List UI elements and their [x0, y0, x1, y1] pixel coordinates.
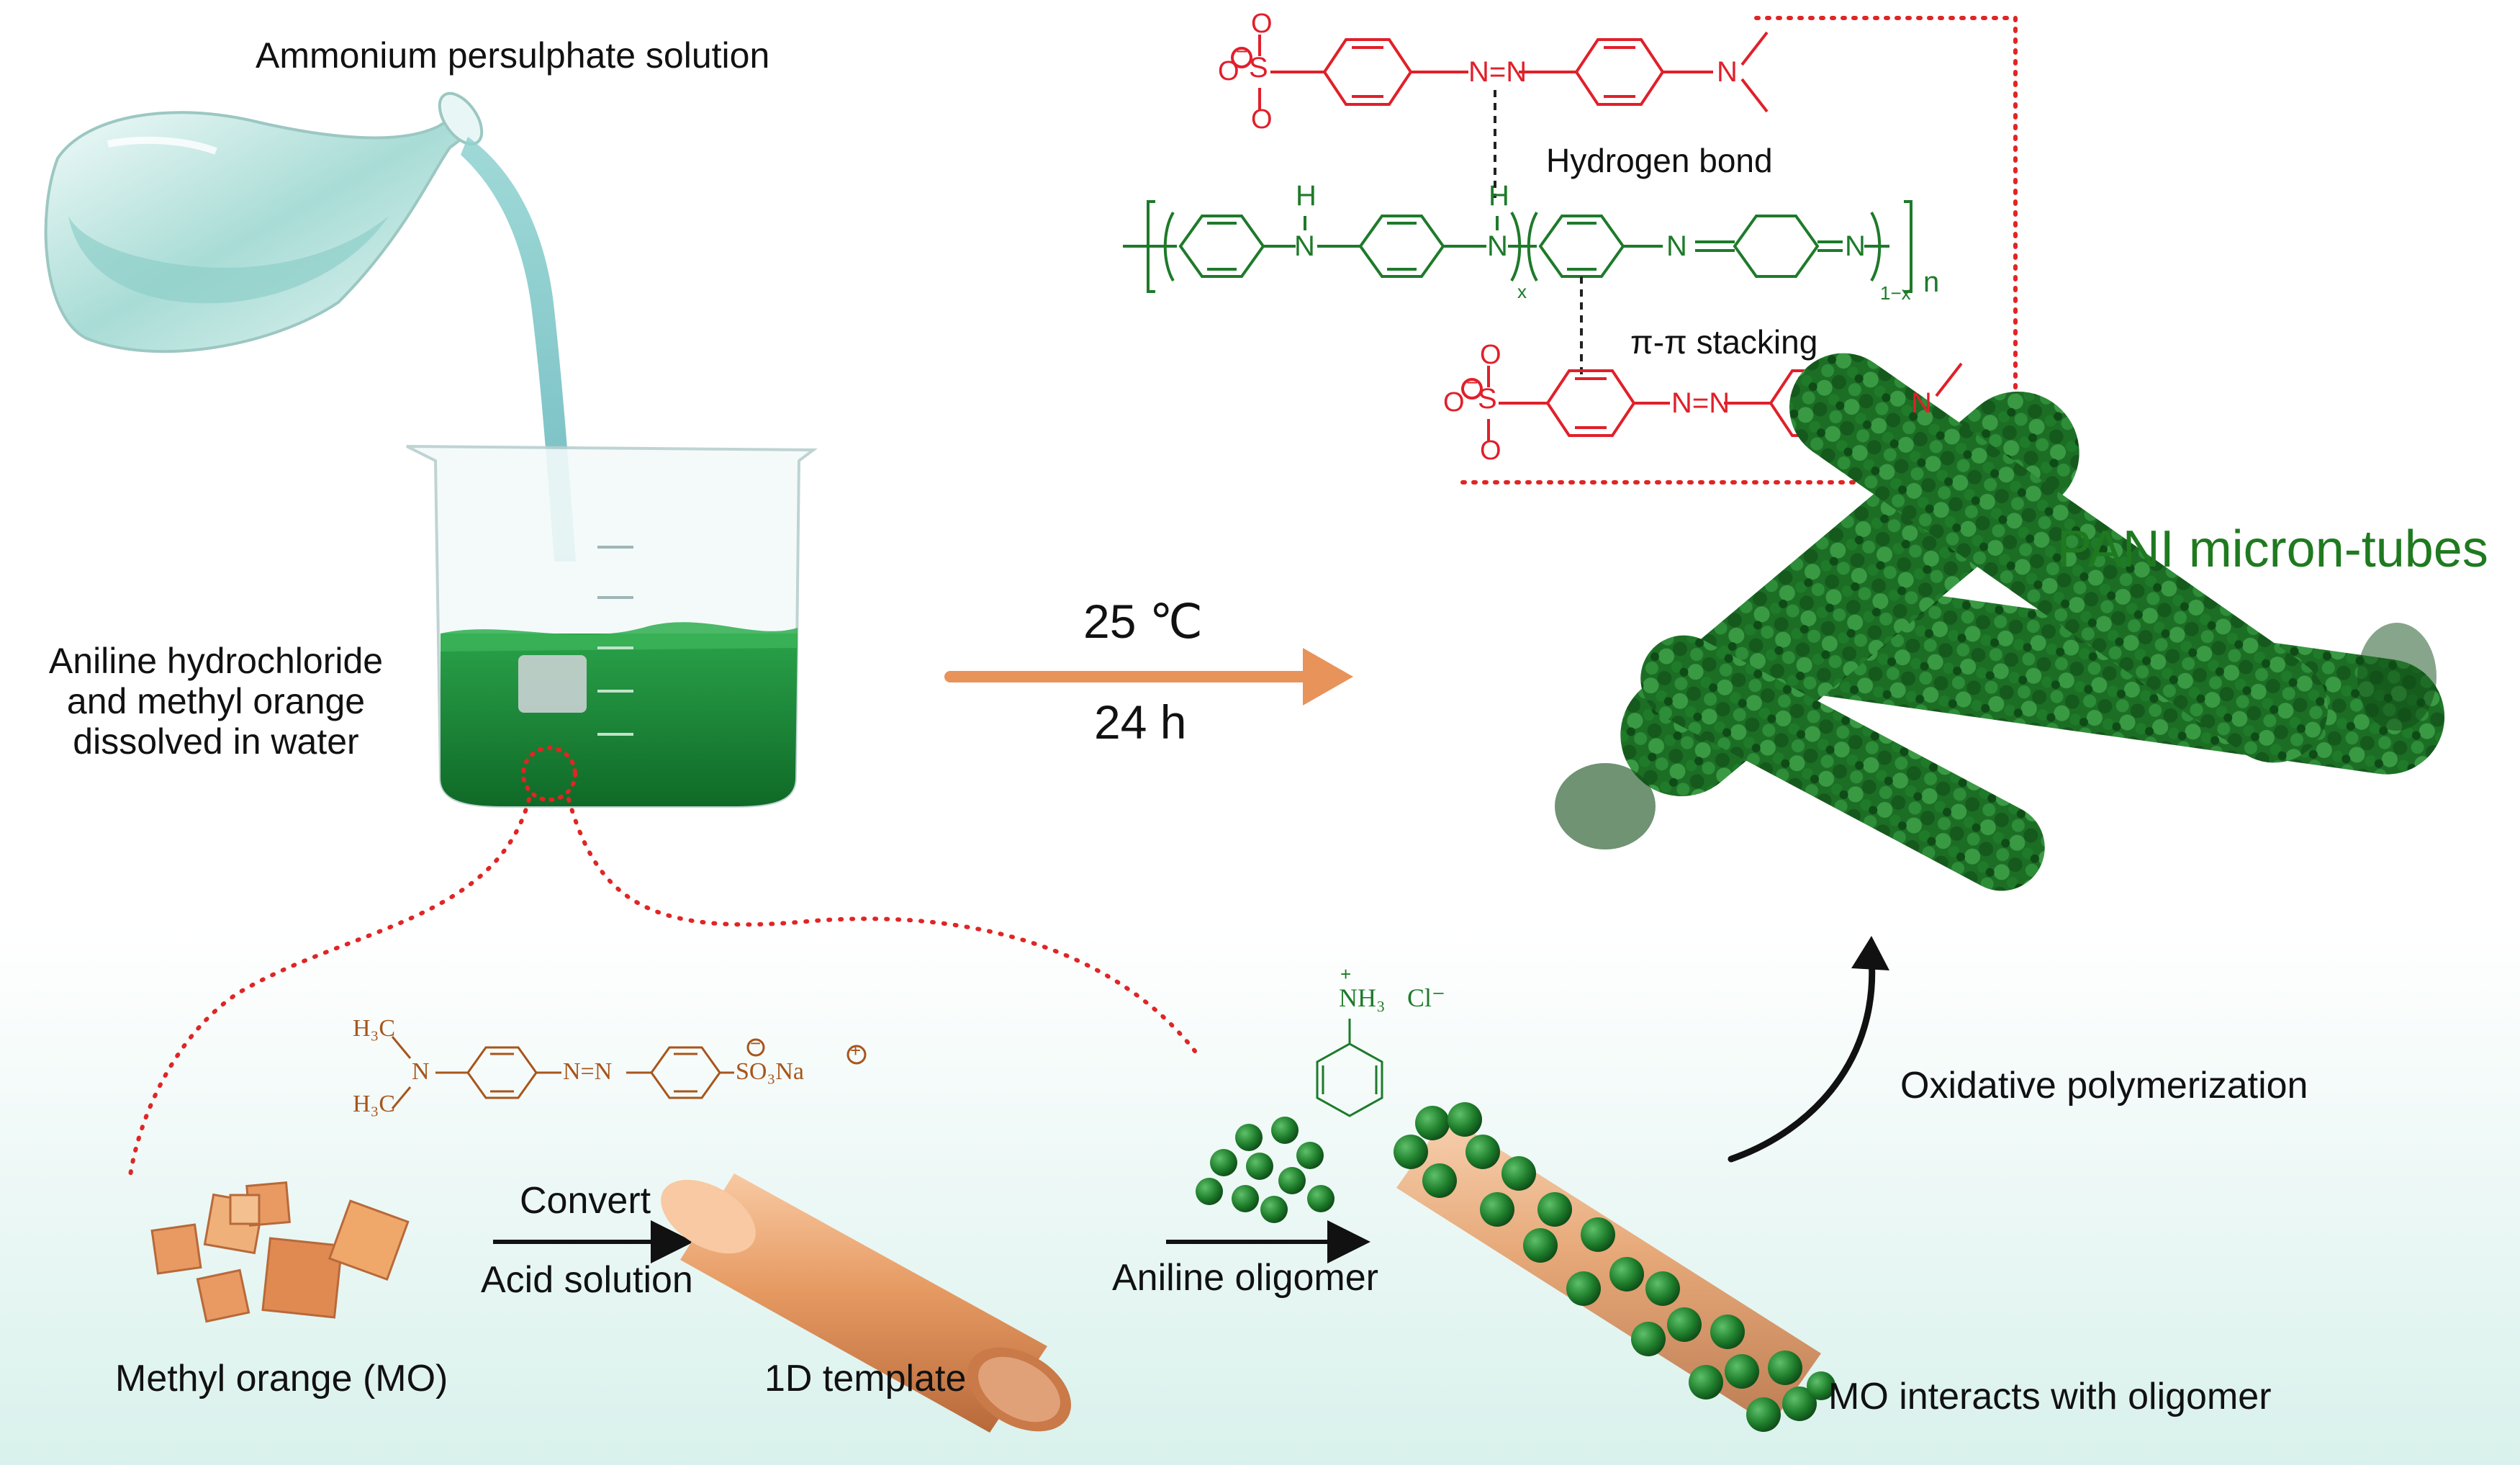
mo-charge-plus: + — [850, 1040, 862, 1061]
aps-solution-label: Ammonium persulphate solution — [256, 35, 770, 76]
charge-minus-top: − — [1236, 40, 1248, 63]
charge-minus-bottom: − — [1466, 371, 1478, 394]
mo-h3c-bottom: H₃C — [353, 1091, 396, 1117]
anilinium-chloride: Cl⁻ — [1407, 983, 1446, 1012]
atom-o1-top: O — [1251, 9, 1273, 39]
aniline-label-line2: and methyl orange — [66, 681, 366, 721]
atom-o1-bottom: O — [1480, 340, 1501, 370]
reaction-arrow — [944, 648, 1353, 706]
atom-n2-polymer: N — [1487, 230, 1508, 262]
atom-s-bottom: S — [1478, 383, 1497, 415]
anilinium-plus: + — [1340, 963, 1352, 985]
methyl-orange-top — [1231, 31, 1769, 113]
methyl-orange-cubes — [150, 1181, 410, 1323]
acid-solution-label: Acid solution — [481, 1259, 693, 1301]
methyl-orange-label: Methyl orange (MO) — [115, 1358, 448, 1399]
azo-top: N=N — [1468, 56, 1527, 88]
template-rod — [661, 1173, 1072, 1433]
mo-azo: N=N — [563, 1058, 613, 1085]
atom-o2-bottom: O — [1480, 436, 1501, 466]
atom-h2-polymer: H — [1489, 180, 1509, 212]
polyaniline-chain — [1123, 200, 1912, 293]
bottom-panel-background — [0, 929, 2520, 1465]
aniline-label-line1: Aniline hydrochloride — [48, 641, 384, 681]
atom-s-top: S — [1249, 52, 1268, 84]
subscript-x: x — [1517, 281, 1527, 302]
atom-n4-polymer: N — [1845, 230, 1866, 262]
atom-n1-polymer: N — [1294, 230, 1315, 262]
zoom-connector-left — [127, 797, 531, 1183]
atom-n3-polymer: N — [1666, 230, 1687, 262]
atom-h1-polymer: H — [1296, 180, 1317, 212]
aniline-solution-label: Aniline hydrochloride and methyl orange … — [29, 641, 403, 762]
anilinium-nh3: NH₃ — [1339, 983, 1386, 1012]
aniline-oligomer-balls — [1196, 1117, 1334, 1223]
time-label: 24 h — [1094, 695, 1187, 749]
atom-o3-top: O — [1218, 56, 1239, 86]
coated-template-rod — [1394, 1102, 1835, 1432]
azo-bottom: N=N — [1671, 387, 1730, 419]
oxidative-polymerization-label: Oxidative polymerization — [1900, 1065, 2308, 1106]
mo-formula — [391, 1036, 867, 1109]
mo-interacts-label: MO interacts with oligomer — [1828, 1376, 2272, 1417]
convert-label: Convert — [520, 1180, 651, 1222]
pi-stacking-label: π-π stacking — [1630, 323, 1818, 361]
aniline-label-line3: dissolved in water — [73, 721, 359, 762]
structure-callout-box — [1459, 16, 2018, 484]
subscript-n: n — [1923, 266, 1940, 298]
beaker-zoom-circle — [521, 746, 577, 802]
pani-tubes-label: PANI micron-tubes — [2057, 520, 2488, 578]
atom-n-amine-top: N — [1717, 56, 1738, 88]
atom-o3-bottom: O — [1443, 387, 1465, 418]
temperature-label: 25 ℃ — [1083, 595, 1203, 648]
template-label: 1D template — [764, 1358, 967, 1399]
anilinium-molecule — [1316, 1019, 1383, 1117]
mo-n-amine: N — [412, 1058, 430, 1085]
zoom-connector-right — [566, 797, 1197, 1053]
aniline-oligomer-label: Aniline oligomer — [1112, 1257, 1378, 1299]
hydrogen-bond-label: Hydrogen bond — [1546, 142, 1773, 179]
atom-o2-top: O — [1251, 104, 1273, 135]
subscript-1-x: 1−x — [1880, 282, 1911, 304]
mo-charge-minus: − — [750, 1032, 762, 1054]
mo-so3na: SO₃Na — [736, 1058, 804, 1085]
mo-h3c-top: H₃C — [353, 1015, 396, 1042]
atom-n-amine-bottom: N — [1911, 387, 1932, 419]
erlenmeyer-flask — [44, 91, 484, 353]
polymerization-arrowhead — [1851, 936, 1889, 970]
pani-micron-tubes — [1555, 353, 2445, 891]
beaker — [406, 445, 818, 808]
polymerization-arrow — [1728, 954, 1876, 1163]
